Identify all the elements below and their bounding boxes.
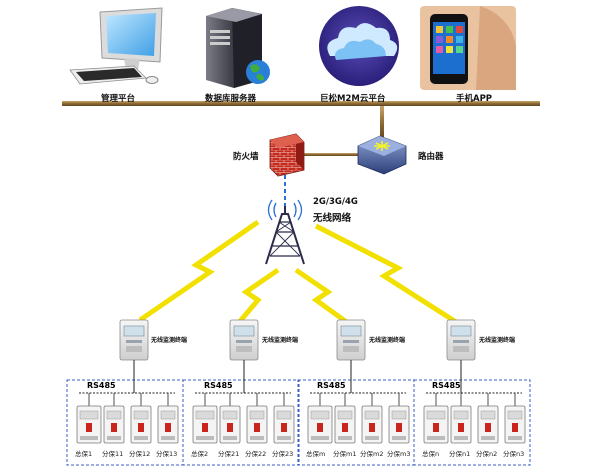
- breaker-label: 分保12: [129, 450, 151, 458]
- lightning-bolt-4: [314, 223, 458, 325]
- group-3-terminal-label: 无线监测终端: [369, 337, 406, 344]
- lightning-bolt-3: [294, 267, 354, 329]
- breaker-label: 分保m2: [360, 450, 384, 458]
- breaker-label: 分保13: [156, 450, 178, 458]
- monitoring-terminal-icon: [229, 319, 259, 361]
- label-management-platform: 管理平台: [101, 94, 136, 104]
- monitoring-terminal-icon: [446, 319, 476, 361]
- group-box: [182, 379, 300, 466]
- rs485-wiring: [79, 360, 175, 394]
- breaker-icon: [450, 393, 472, 444]
- breaker-icon: [157, 393, 179, 444]
- breaker-label: 分保n2: [476, 450, 498, 458]
- group-1-terminal-label: 无线监测终端: [151, 337, 188, 344]
- label-mobile-app: 手机APP: [456, 94, 493, 104]
- firewall-router-link: [302, 153, 358, 156]
- group-4-bus-label: RS485: [432, 381, 461, 390]
- signal-tower-icon: [265, 199, 305, 265]
- breaker-label: 分保m1: [333, 450, 357, 458]
- rs485-wiring: [195, 360, 291, 394]
- cloud-platform-icon: [319, 6, 399, 86]
- breaker-icon: [504, 393, 526, 444]
- group-box: [297, 379, 415, 466]
- main-bus-line: [62, 101, 540, 106]
- breaker-label: 分保23: [272, 450, 294, 458]
- breaker-icon: [307, 393, 333, 444]
- lightning-bolt-2: [234, 267, 280, 328]
- breaker-label: 分保n1: [449, 450, 471, 458]
- breaker-icon: [246, 393, 268, 444]
- breaker-icon: [423, 393, 449, 444]
- breaker-icon: [219, 393, 241, 444]
- monitoring-groups: [66, 319, 531, 466]
- label-cloud-platform: 巨松M2M云平台: [320, 94, 386, 104]
- label-router: 路由器: [418, 152, 444, 162]
- desktop-computer-icon: [69, 7, 163, 85]
- label-firewall: 防火墙: [233, 152, 259, 162]
- group-box: [413, 379, 531, 466]
- monitoring-terminal-icon: [336, 319, 366, 361]
- label-wireless-generation: 2G/3G/4G: [313, 197, 358, 207]
- firewall-icon: [269, 133, 305, 177]
- rs485-wiring: [426, 360, 522, 394]
- breaker-icon: [477, 393, 499, 444]
- group-2-bus-label: RS485: [204, 381, 233, 390]
- lightning-bolt-1: [138, 219, 260, 323]
- group-1-bus-label: RS485: [87, 381, 116, 390]
- database-server-icon: [206, 8, 270, 88]
- breaker-icon: [76, 393, 102, 444]
- smartphone-icon: [420, 6, 516, 90]
- group-3-bus-label: RS485: [317, 381, 346, 390]
- router-drop-line: [380, 106, 384, 140]
- breaker-icon: [130, 393, 152, 444]
- breaker-icon: [361, 393, 383, 444]
- label-database-server: 数据库服务器: [205, 94, 257, 104]
- monitoring-terminal-icon: [119, 319, 149, 361]
- breaker-label: 总保n: [422, 450, 440, 458]
- breaker-label: 总保m: [306, 450, 326, 458]
- router-icon: [357, 135, 407, 175]
- breaker-icon: [334, 393, 356, 444]
- breaker-label: 分保m3: [387, 450, 411, 458]
- breaker-icon: [388, 393, 410, 444]
- rs485-wiring: [310, 360, 406, 394]
- breaker-label: 分保n3: [503, 450, 525, 458]
- breaker-icon: [273, 393, 295, 444]
- breaker-label: 总保1: [75, 450, 93, 458]
- group-2-terminal-label: 无线监测终端: [262, 337, 299, 344]
- lightning-bolts: [138, 219, 458, 329]
- group-4-terminal-label: 无线监测终端: [479, 337, 516, 344]
- label-wireless-network: 无线网络: [313, 213, 352, 224]
- group-box: [66, 379, 184, 466]
- breaker-icon: [192, 393, 218, 444]
- breaker-label: 分保21: [218, 450, 240, 458]
- breaker-label: 总保2: [191, 450, 209, 458]
- breaker-label: 分保11: [102, 450, 124, 458]
- breaker-label: 分保22: [245, 450, 267, 458]
- breaker-icon: [103, 393, 125, 444]
